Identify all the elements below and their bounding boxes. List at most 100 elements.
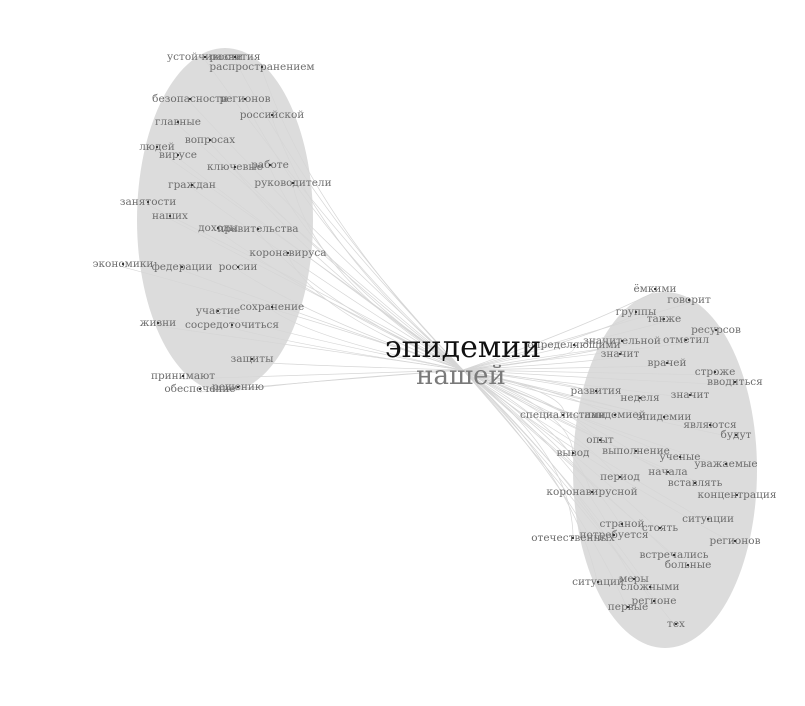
node-dot [208, 138, 212, 142]
edge-left-1 [234, 59, 464, 371]
node-dot [662, 317, 666, 321]
edge-right-14 [462, 369, 691, 399]
edge-right-2 [462, 314, 637, 371]
node-dot [662, 415, 666, 419]
node-dot [666, 470, 670, 474]
edge-left-17 [257, 231, 464, 371]
edge-left-27 [182, 369, 464, 380]
edge-left-15 [169, 218, 464, 371]
edge-right-10 [462, 369, 716, 376]
node-dot [180, 265, 184, 269]
node-dot [216, 309, 220, 313]
node-dot [594, 389, 598, 393]
edge-right-39 [462, 369, 635, 583]
edge-right-27 [462, 369, 696, 487]
node-dot [634, 449, 638, 453]
edge-left-12 [191, 187, 464, 371]
node-dot [706, 517, 710, 521]
edge-right-9 [462, 365, 668, 371]
node-dot [156, 321, 160, 325]
edge-left-11 [269, 167, 464, 371]
node-dot [674, 622, 678, 626]
node-dot [181, 374, 185, 378]
node-dot [236, 265, 240, 269]
edge-right-24 [462, 369, 574, 457]
edge-right-36 [462, 369, 675, 559]
node-dot [260, 65, 264, 69]
edge-left-13 [292, 185, 464, 371]
node-dot [678, 455, 682, 459]
node-dot [632, 577, 636, 581]
node-dot [686, 563, 690, 567]
edge-right-0 [462, 291, 656, 371]
edge-right-41 [462, 369, 655, 605]
node-dot [733, 380, 737, 384]
node-dot [270, 305, 274, 309]
node-dot [613, 413, 617, 417]
edge-right-26 [462, 369, 669, 476]
edge-left-26 [251, 361, 464, 371]
edge-left-29 [237, 369, 464, 391]
node-dot [598, 438, 602, 442]
node-dot [714, 328, 718, 332]
node-dot [687, 298, 691, 302]
node-dot [233, 55, 237, 59]
node-dot [620, 339, 624, 343]
cluster-mesh [137, 48, 757, 648]
edge-right-28 [462, 369, 593, 496]
node-dot [571, 536, 575, 540]
edge-left-14 [147, 204, 464, 371]
edge-left-4 [244, 101, 464, 371]
edge-right-34 [462, 369, 574, 542]
edge-left-21 [237, 269, 464, 371]
node-dot [596, 580, 600, 584]
edge-left-7 [209, 142, 464, 371]
node-dot [155, 145, 159, 149]
node-dot [735, 493, 739, 497]
edge-right-30 [462, 369, 709, 523]
node-dot [572, 343, 576, 347]
node-dot [286, 251, 290, 255]
node-dot [188, 97, 192, 101]
graph-nodes: устойчивостиразвитияраспространениембезо… [93, 51, 777, 630]
edge-left-23 [271, 309, 464, 371]
node-dot [256, 227, 260, 231]
node-dot [672, 553, 676, 557]
edge-right-11 [462, 369, 736, 386]
edge-right-29 [462, 369, 738, 499]
edge-right-35 [462, 369, 615, 539]
node-dot [230, 323, 234, 327]
node-dot [233, 165, 237, 169]
node-dot [733, 539, 737, 543]
node-dot [618, 475, 622, 479]
node-dot [571, 451, 575, 455]
node-dot [734, 433, 738, 437]
edge-right-3 [462, 321, 665, 371]
node-dot [665, 361, 669, 365]
node-dot [291, 181, 295, 185]
node-dot [626, 605, 630, 609]
edge-right-42 [462, 369, 629, 611]
node-dot [176, 153, 180, 157]
hub-node-label-nashei: нашей [416, 361, 506, 391]
node-dot [653, 287, 657, 291]
node-dot [618, 352, 622, 356]
node-dot [652, 599, 656, 603]
edge-left-5 [271, 117, 464, 371]
node-dot [190, 183, 194, 187]
node-dot [216, 226, 220, 230]
node-dot [634, 310, 638, 314]
edge-right-43 [462, 369, 677, 628]
node-dot [648, 585, 652, 589]
edge-right-18 [462, 369, 711, 429]
edge-right-19 [462, 369, 737, 439]
node-dot [121, 262, 125, 266]
node-dot [270, 113, 274, 117]
node-dot [724, 462, 728, 466]
edge-left-25 [231, 327, 464, 371]
edge-left-10 [234, 169, 464, 371]
node-dot [708, 423, 712, 427]
edge-right-37 [462, 369, 689, 569]
cluster-blob-left [137, 48, 313, 392]
